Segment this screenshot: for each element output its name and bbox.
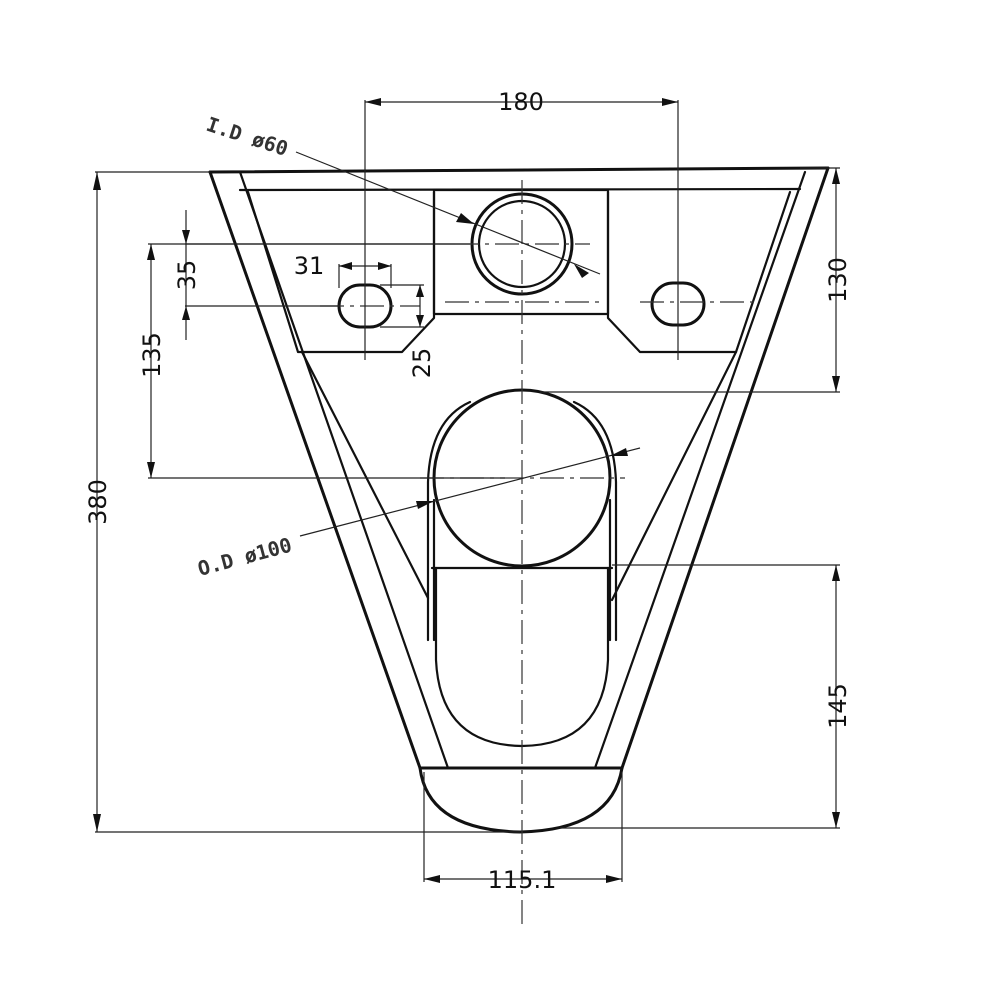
dimension-180: 180 <box>364 88 679 360</box>
dimension-25-label: 25 <box>408 348 436 379</box>
dimension-145-label: 145 <box>824 683 852 729</box>
dimension-25: 25 <box>380 284 436 379</box>
dimension-115: 115.1 <box>423 772 623 894</box>
outer-diameter-note: O.D ø100 <box>195 447 641 581</box>
dimension-135-label: 135 <box>138 332 166 378</box>
dimension-115-label: 115.1 <box>488 866 557 894</box>
outer-diameter-label: O.D ø100 <box>195 533 294 581</box>
inner-webs <box>300 350 738 602</box>
dimension-145: 145 <box>560 564 852 829</box>
inner-diameter-label: I.D ø60 <box>203 112 291 161</box>
dimension-380: 380 <box>84 171 520 833</box>
dimension-130: 130 <box>540 167 852 393</box>
dimension-135: 135 <box>138 243 505 479</box>
body-outline <box>208 166 830 834</box>
dimension-31-label: 31 <box>294 252 325 280</box>
inner-diameter-note: I.D ø60 <box>203 112 601 278</box>
dimension-31: 31 <box>294 252 392 288</box>
dimension-380-label: 380 <box>84 479 112 525</box>
dimension-130-label: 130 <box>824 257 852 303</box>
dimension-180-label: 180 <box>498 88 544 116</box>
dimension-35-label: 35 <box>173 260 201 291</box>
mounting-plate <box>246 188 792 354</box>
